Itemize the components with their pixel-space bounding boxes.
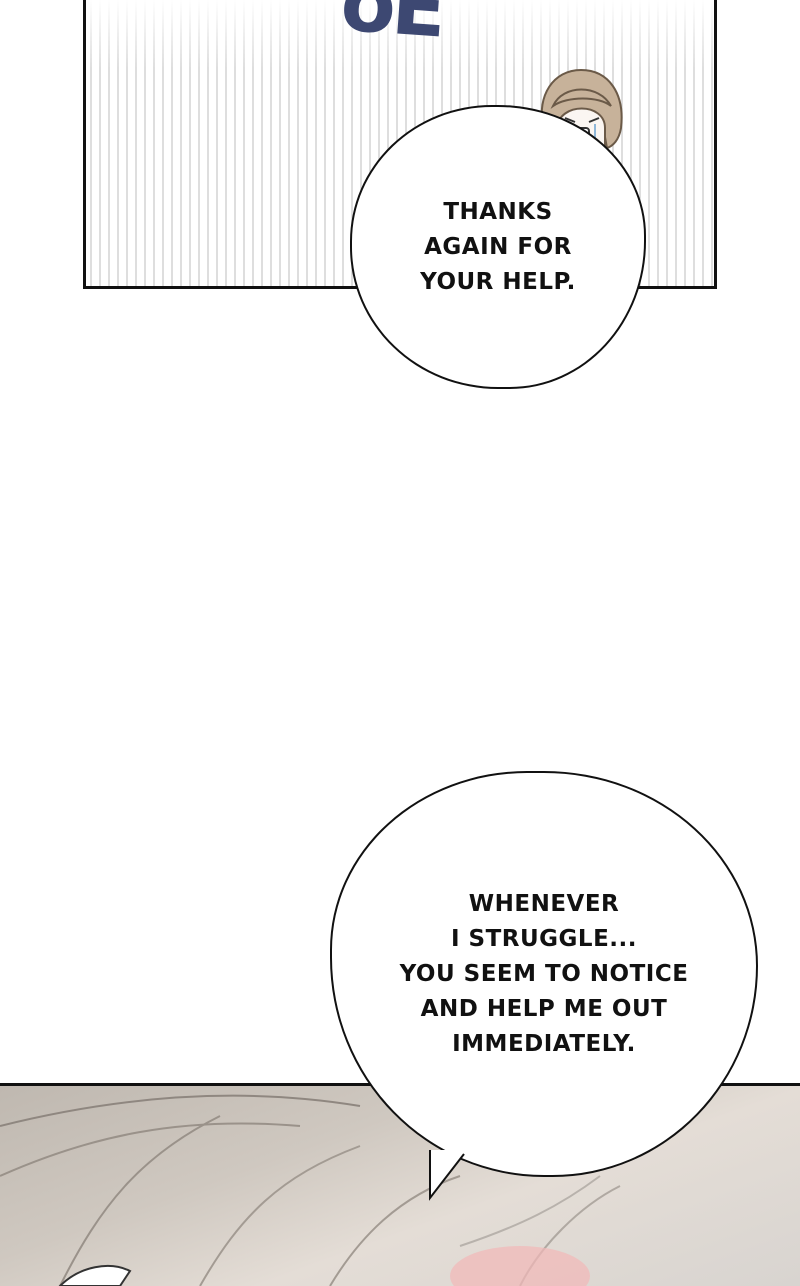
- bubble-line: IMMEDIATELY.: [452, 1030, 636, 1057]
- sound-effect-text: oE: [337, 0, 446, 56]
- speech-bubble-tail: [429, 1150, 465, 1201]
- bubble-line: YOUR HELP.: [420, 268, 576, 295]
- speech-bubble-struggle: WHENEVER I STRUGGLE... YOU SEEM TO NOTIC…: [330, 771, 758, 1177]
- speech-bubble-thanks: THANKS AGAIN FOR YOUR HELP.: [350, 105, 646, 389]
- speedline-fade: [86, 0, 714, 69]
- bubble-line: THANKS: [443, 198, 553, 225]
- speech-bubble-text: THANKS AGAIN FOR YOUR HELP.: [420, 195, 576, 300]
- bubble-line: AND HELP ME OUT: [420, 995, 668, 1022]
- bubble-line: WHENEVER: [468, 890, 620, 917]
- bubble-line: YOU SEEM TO NOTICE: [399, 960, 689, 987]
- bubble-line: AGAIN FOR: [424, 233, 572, 260]
- bubble-line: I STRUGGLE...: [450, 925, 638, 952]
- speech-bubble-text: WHENEVER I STRUGGLE... YOU SEEM TO NOTIC…: [400, 887, 689, 1062]
